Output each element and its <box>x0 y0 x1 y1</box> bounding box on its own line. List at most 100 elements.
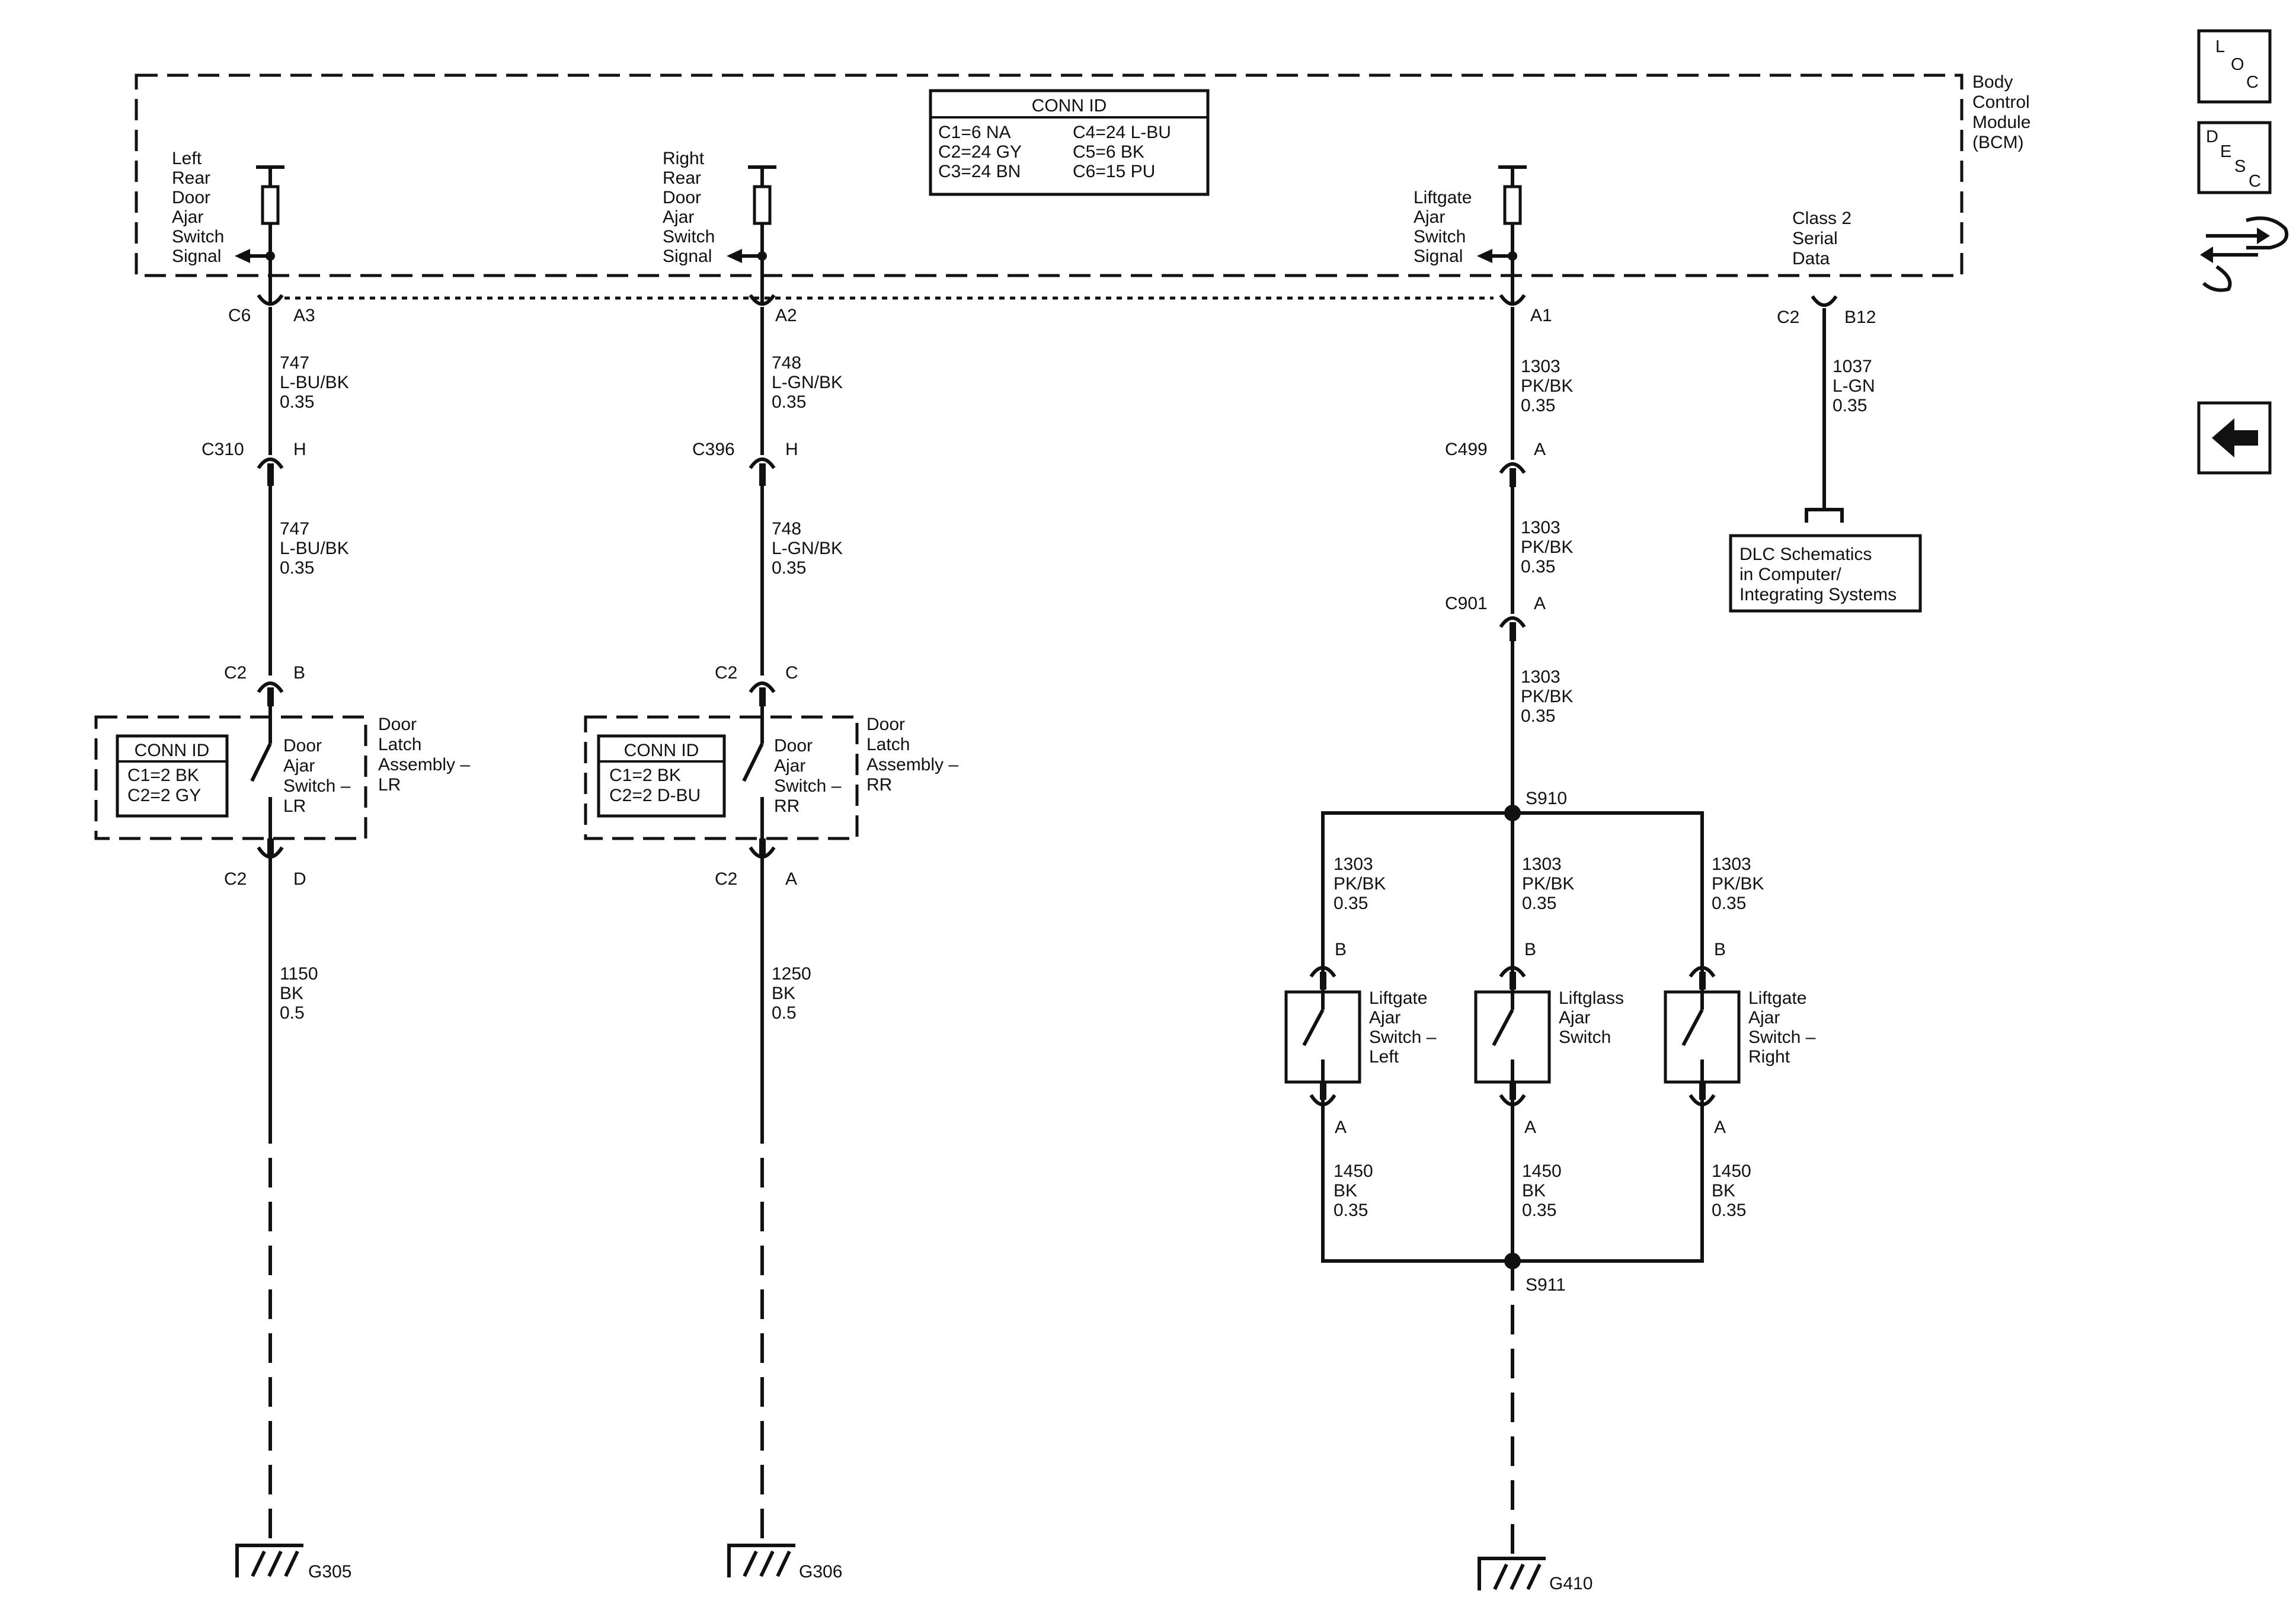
svg-text:0.35: 0.35 <box>280 558 314 578</box>
svg-text:G305: G305 <box>308 1562 351 1582</box>
back-arrow-icon[interactable] <box>2197 401 2272 475</box>
svg-text:(BCM): (BCM) <box>1972 133 2024 152</box>
svg-text:Latch: Latch <box>378 735 421 754</box>
circuit-left-rear-door: Left Rear Door Ajar Switch Signal C6 A3 … <box>94 149 470 1582</box>
svg-text:Control: Control <box>1972 92 2030 112</box>
svg-text:LR: LR <box>283 796 306 816</box>
rr-signal-label: Right Rear Door Ajar Switch Signal <box>663 149 715 266</box>
svg-text:PK/BK: PK/BK <box>1334 874 1386 894</box>
svg-text:C6: C6 <box>228 306 251 325</box>
svg-text:S911: S911 <box>1526 1275 1566 1295</box>
svg-text:Rear: Rear <box>663 168 701 188</box>
svg-text:Door: Door <box>283 736 322 756</box>
svg-text:Rear: Rear <box>172 168 210 188</box>
svg-text:Body: Body <box>1972 72 2013 92</box>
svg-text:A1: A1 <box>1530 306 1552 325</box>
svg-text:748: 748 <box>772 519 801 539</box>
svg-text:0.5: 0.5 <box>280 1003 305 1023</box>
connector-exchange-icon[interactable] <box>2200 216 2289 292</box>
svg-text:Signal: Signal <box>172 247 221 266</box>
bcm-outline <box>135 73 1964 277</box>
svg-text:Switch –: Switch – <box>1748 1028 1816 1047</box>
svg-text:1150: 1150 <box>280 964 318 984</box>
svg-text:Left: Left <box>172 149 202 168</box>
svg-text:0.35: 0.35 <box>1712 894 1746 913</box>
svg-text:0.35: 0.35 <box>280 392 314 412</box>
circuit-right-rear-door: Right Rear Door Ajar Switch Signal A2 74… <box>584 149 958 1582</box>
svg-text:Switch: Switch <box>172 227 224 247</box>
svg-text:Switch –: Switch – <box>1369 1028 1437 1047</box>
svg-text:Door: Door <box>774 736 813 756</box>
svg-text:C: C <box>2249 172 2261 191</box>
svg-text:1303: 1303 <box>1522 854 1562 874</box>
ground-icon <box>727 1544 795 1577</box>
svg-text:C1=6 NA: C1=6 NA <box>938 123 1011 142</box>
svg-text:D: D <box>293 869 306 889</box>
svg-text:BK: BK <box>280 984 303 1003</box>
svg-text:748: 748 <box>772 353 801 373</box>
svg-text:A2: A2 <box>775 306 797 325</box>
svg-text:BK: BK <box>1334 1181 1357 1201</box>
svg-text:1450: 1450 <box>1712 1161 1751 1181</box>
svg-text:S: S <box>2234 157 2246 176</box>
svg-text:PK/BK: PK/BK <box>1521 537 1573 557</box>
svg-text:C2=24 GY: C2=24 GY <box>938 142 1022 162</box>
svg-text:Class 2: Class 2 <box>1792 209 1851 228</box>
signal-arrow-icon <box>235 249 250 263</box>
svg-text:S910: S910 <box>1526 789 1567 808</box>
signal-arrow-icon <box>1477 249 1492 263</box>
svg-text:1250: 1250 <box>772 964 811 984</box>
svg-text:C901: C901 <box>1445 594 1488 613</box>
svg-text:Left: Left <box>1369 1047 1399 1067</box>
svg-text:DLC Schematics: DLC Schematics <box>1739 545 1872 564</box>
circuit-liftgate: Liftgate Ajar Switch Signal A1 1303 PK/B… <box>1284 165 1816 1593</box>
svg-text:Assembly –: Assembly – <box>378 755 470 774</box>
svg-text:0.35: 0.35 <box>1522 1201 1556 1220</box>
ground-icon <box>235 1544 303 1577</box>
liftgate-signal-label: Liftgate Ajar Switch Signal <box>1414 188 1472 266</box>
svg-text:A: A <box>1534 440 1546 459</box>
svg-text:Ajar: Ajar <box>1748 1008 1780 1028</box>
svg-text:L-GN/BK: L-GN/BK <box>772 539 843 558</box>
svg-text:RR: RR <box>866 775 892 795</box>
svg-text:C499: C499 <box>1445 440 1488 459</box>
svg-text:C2: C2 <box>715 663 737 683</box>
svg-text:C2: C2 <box>715 869 737 889</box>
svg-text:1037: 1037 <box>1833 357 1872 376</box>
desc-icon[interactable]: D E S C <box>2197 121 2272 194</box>
liftgate-ajar-switch-left: B A Liftgate Ajar Switch – Left <box>1284 940 1437 1137</box>
svg-text:1450: 1450 <box>1334 1161 1373 1181</box>
svg-text:E: E <box>2220 142 2231 161</box>
svg-text:B: B <box>1714 940 1726 959</box>
svg-text:Switch: Switch <box>1414 227 1466 247</box>
svg-text:G410: G410 <box>1549 1574 1593 1593</box>
svg-text:0.35: 0.35 <box>772 558 806 578</box>
bcm-conn-id-table: CONN ID C1=6 NA C2=24 GY C3=24 BN C4=24 … <box>929 89 1210 196</box>
svg-text:RR: RR <box>774 796 800 816</box>
svg-text:LR: LR <box>378 775 401 795</box>
svg-text:Door: Door <box>378 715 417 734</box>
svg-text:Liftgate: Liftgate <box>1369 988 1427 1008</box>
svg-text:L-GN/BK: L-GN/BK <box>772 373 843 392</box>
svg-text:Liftglass: Liftglass <box>1559 988 1624 1008</box>
svg-text:Serial: Serial <box>1792 229 1838 248</box>
svg-text:Ajar: Ajar <box>774 756 805 776</box>
loc-icon[interactable]: L O C <box>2197 29 2272 104</box>
svg-text:C2: C2 <box>1777 308 1799 327</box>
door-ajar-switch-lr <box>250 742 272 782</box>
lr-conn-id-table: CONN ID C1=2 BK C2=2 GY <box>116 734 229 818</box>
door-ajar-switch-rr <box>742 742 764 782</box>
svg-text:O: O <box>2231 55 2244 74</box>
svg-text:Ajar: Ajar <box>1559 1008 1590 1028</box>
svg-text:747: 747 <box>280 353 309 373</box>
svg-text:0.35: 0.35 <box>772 392 806 412</box>
svg-text:0.35: 0.35 <box>1334 894 1368 913</box>
svg-text:CONN ID: CONN ID <box>624 741 699 760</box>
svg-text:1450: 1450 <box>1522 1161 1562 1181</box>
svg-text:PK/BK: PK/BK <box>1712 874 1764 894</box>
svg-text:1303: 1303 <box>1334 854 1373 874</box>
class2-label: Class 2 Serial Data <box>1792 209 1851 268</box>
svg-text:C2=2 GY: C2=2 GY <box>127 786 201 805</box>
svg-text:Ajar: Ajar <box>172 207 203 227</box>
